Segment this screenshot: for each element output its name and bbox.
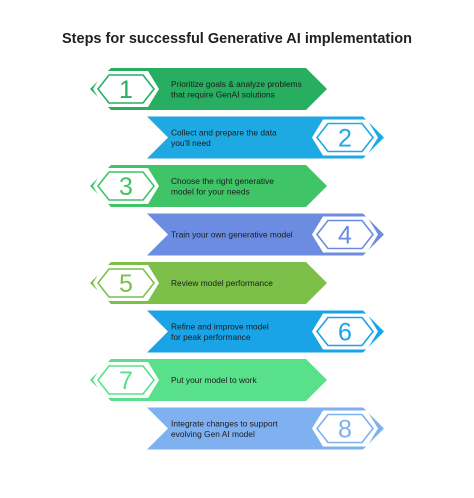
step-1: 1 Prioritize goals & analyze problemsthat…	[90, 68, 327, 110]
step-number: 8	[338, 416, 352, 444]
number-hexagon-ring	[315, 413, 375, 444]
number-hexagon	[93, 71, 159, 107]
step-text-line: that require GenAI solutions	[171, 89, 275, 99]
step-number: 4	[338, 222, 352, 250]
number-hexagon-ring	[96, 171, 156, 201]
number-hexagon	[312, 313, 378, 350]
step-text-line: Choose the right generative	[171, 176, 274, 186]
number-hexagon	[312, 216, 378, 253]
number-hexagon-ring	[96, 268, 156, 298]
diagram-title: Steps for successful Generative AI imple…	[62, 31, 412, 47]
number-hexagon	[93, 168, 159, 204]
number-hexagon	[93, 362, 159, 398]
number-hexagon-ring	[315, 122, 375, 153]
step-text-line: Put your model to work	[171, 375, 257, 385]
number-hexagon-ring	[96, 74, 156, 104]
step-text-line: model for your needs	[171, 186, 250, 196]
step-text-line: evolving Gen AI model	[171, 429, 255, 439]
step-text-line: Integrate changes to support	[171, 418, 278, 428]
step-4: 4 Train your own generative model	[147, 213, 384, 256]
step-number: 6	[338, 319, 352, 347]
number-hexagon-ring	[315, 316, 375, 347]
step-text-line: Review model performance	[171, 278, 273, 288]
number-hexagon	[312, 410, 378, 447]
step-text-line: Refine and improve model	[171, 321, 269, 331]
step-7: 7 Put your model to work	[90, 359, 327, 401]
step-number: 1	[119, 76, 133, 104]
step-number: 2	[338, 125, 352, 153]
step-text-line: for peak performance	[171, 332, 251, 342]
step-text-line: Train your own generative model	[171, 230, 293, 240]
number-hexagon-ring	[315, 219, 375, 250]
step-number: 7	[119, 367, 133, 395]
step-text-line: Collect and prepare the data	[171, 127, 277, 137]
step-text-line: Prioritize goals & analyze problems	[171, 79, 302, 89]
step-number: 3	[119, 173, 133, 201]
step-5: 5 Review model performance	[90, 262, 327, 304]
number-hexagon	[93, 265, 159, 301]
step-number: 5	[119, 270, 133, 298]
number-hexagon	[312, 119, 378, 156]
step-text-line: you'll need	[171, 138, 211, 148]
number-hexagon-ring	[96, 365, 156, 395]
